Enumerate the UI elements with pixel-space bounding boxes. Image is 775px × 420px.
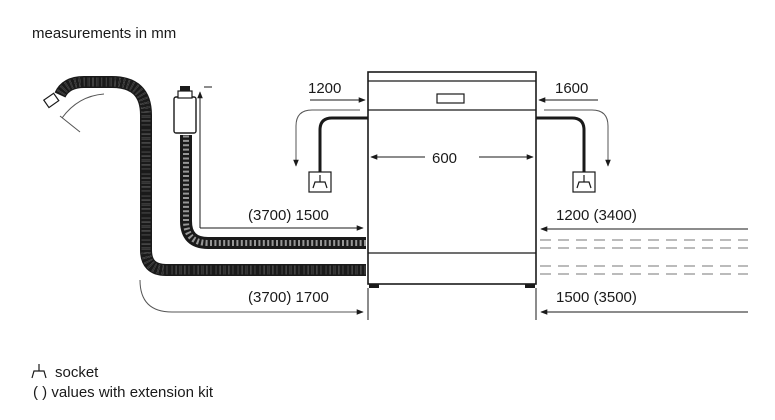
legend-extension-label: ( ) values with extension kit	[33, 384, 214, 401]
dishwasher-body	[367, 71, 537, 288]
upper-left-dimension: (3700) 1500	[248, 207, 329, 224]
socket-icon-right	[572, 171, 596, 193]
right-foot	[525, 284, 535, 288]
page-caption: measurements in mm	[32, 25, 177, 42]
lower-left-dimension: (3700) 1700	[248, 289, 329, 306]
right-power-cord	[536, 116, 586, 172]
right-reach-arrow	[544, 109, 611, 167]
control-panel-display	[436, 93, 465, 104]
width-dimension: 600	[432, 150, 457, 167]
lower-left-dimension-line	[139, 279, 364, 315]
socket-icon	[31, 364, 47, 379]
drain-hose	[55, 77, 366, 275]
left-reach-arrow	[293, 109, 360, 167]
socket-icon-left	[308, 171, 332, 193]
aquastop-valve	[173, 86, 197, 134]
adjacent-cabinet-dashes	[540, 239, 748, 275]
left-power-cord	[318, 116, 368, 172]
legend-socket-label: socket	[55, 364, 99, 381]
left-socket-dimension: 1200	[308, 80, 341, 97]
drain-hose-nozzle	[42, 92, 60, 109]
right-socket-dimension: 1600	[555, 80, 588, 97]
left-foot	[369, 284, 379, 288]
upper-right-dimension: 1200 (3400)	[556, 207, 637, 224]
inlet-hose	[181, 135, 366, 248]
lower-right-dimension: 1500 (3500)	[556, 289, 637, 306]
drain-bend-arrow	[61, 93, 105, 119]
